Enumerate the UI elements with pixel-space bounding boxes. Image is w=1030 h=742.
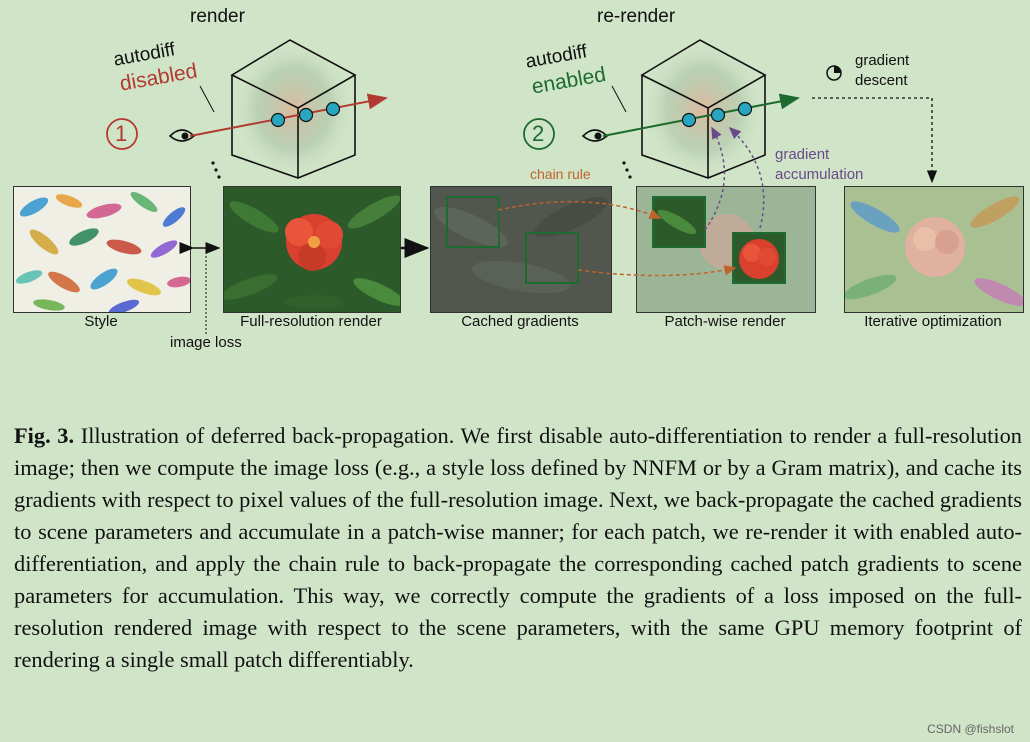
step1-number: 1 bbox=[115, 121, 128, 146]
style-leaves-pattern bbox=[15, 191, 190, 312]
sample-points-right bbox=[681, 101, 753, 128]
gradient-descent-icon bbox=[826, 65, 842, 81]
figure-number: Fig. 3. bbox=[14, 423, 75, 448]
ray-left bbox=[189, 93, 388, 137]
gradient-accumulation-label-2: accumulation bbox=[775, 166, 864, 183]
ray-right bbox=[602, 93, 800, 137]
chain-rule-label: chain rule bbox=[530, 166, 591, 182]
style-image bbox=[13, 186, 191, 313]
ellipsis-dots-right bbox=[622, 161, 632, 179]
gradient-map bbox=[431, 187, 611, 312]
figure-caption: Fig. 3. Illustration of deferred back-pr… bbox=[14, 420, 1022, 676]
full-resolution-render-image bbox=[223, 186, 401, 313]
step2-circle bbox=[523, 118, 555, 150]
gradient-accumulation-arrow-2 bbox=[728, 126, 765, 229]
step2-number: 2 bbox=[532, 121, 545, 146]
iterative-optimization-image bbox=[844, 186, 1024, 313]
cached-gradients-image bbox=[430, 186, 612, 313]
patch-render bbox=[637, 187, 815, 312]
patch-wise-render-label: Patch-wise render bbox=[664, 313, 786, 330]
rerender-title: re-render bbox=[597, 6, 676, 27]
caption-text: Illustration of deferred back-propagatio… bbox=[14, 423, 1022, 672]
iterative-optimization-label: Iterative optimization bbox=[864, 313, 1002, 330]
render-title: render bbox=[190, 6, 245, 27]
gradient-accumulation-label-1: gradient bbox=[775, 146, 830, 163]
autodiff-pointer-right bbox=[611, 85, 627, 113]
gradient-descent-label-2: descent bbox=[855, 72, 908, 89]
cached-gradients-label: Cached gradients bbox=[461, 313, 579, 330]
scene-cube-right bbox=[640, 39, 767, 179]
watermark: CSDN @fishslot bbox=[927, 722, 1014, 736]
full-resolution-render-label: Full-resolution render bbox=[240, 313, 382, 330]
flower-render bbox=[224, 187, 400, 312]
style-label: Style bbox=[84, 313, 118, 330]
sample-points-left bbox=[270, 101, 341, 128]
chain-rule-arrow-1 bbox=[497, 200, 662, 219]
step1-circle bbox=[106, 118, 138, 150]
ellipsis-dots-left bbox=[211, 161, 221, 179]
image-loss-label: image loss bbox=[170, 334, 242, 351]
diagram-overlay bbox=[106, 39, 938, 334]
gradient-descent-label-1: gradient bbox=[855, 52, 910, 69]
gradient-accumulation-arrow-1 bbox=[704, 126, 726, 231]
stylized-render bbox=[845, 187, 1023, 312]
gradient-descent-arrow bbox=[812, 97, 938, 184]
autodiff-pointer-left bbox=[199, 85, 215, 113]
chain-rule-arrow-2 bbox=[577, 265, 737, 277]
patch-wise-render-image bbox=[636, 186, 816, 313]
